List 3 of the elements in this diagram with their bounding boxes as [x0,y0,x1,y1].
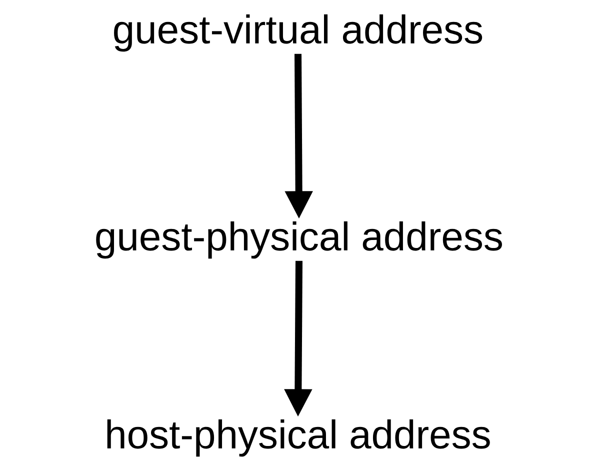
address-label: guest-physical address [96,221,502,259]
address-label: guest-virtual address [114,14,482,52]
address-label: host-physical address [107,419,490,457]
